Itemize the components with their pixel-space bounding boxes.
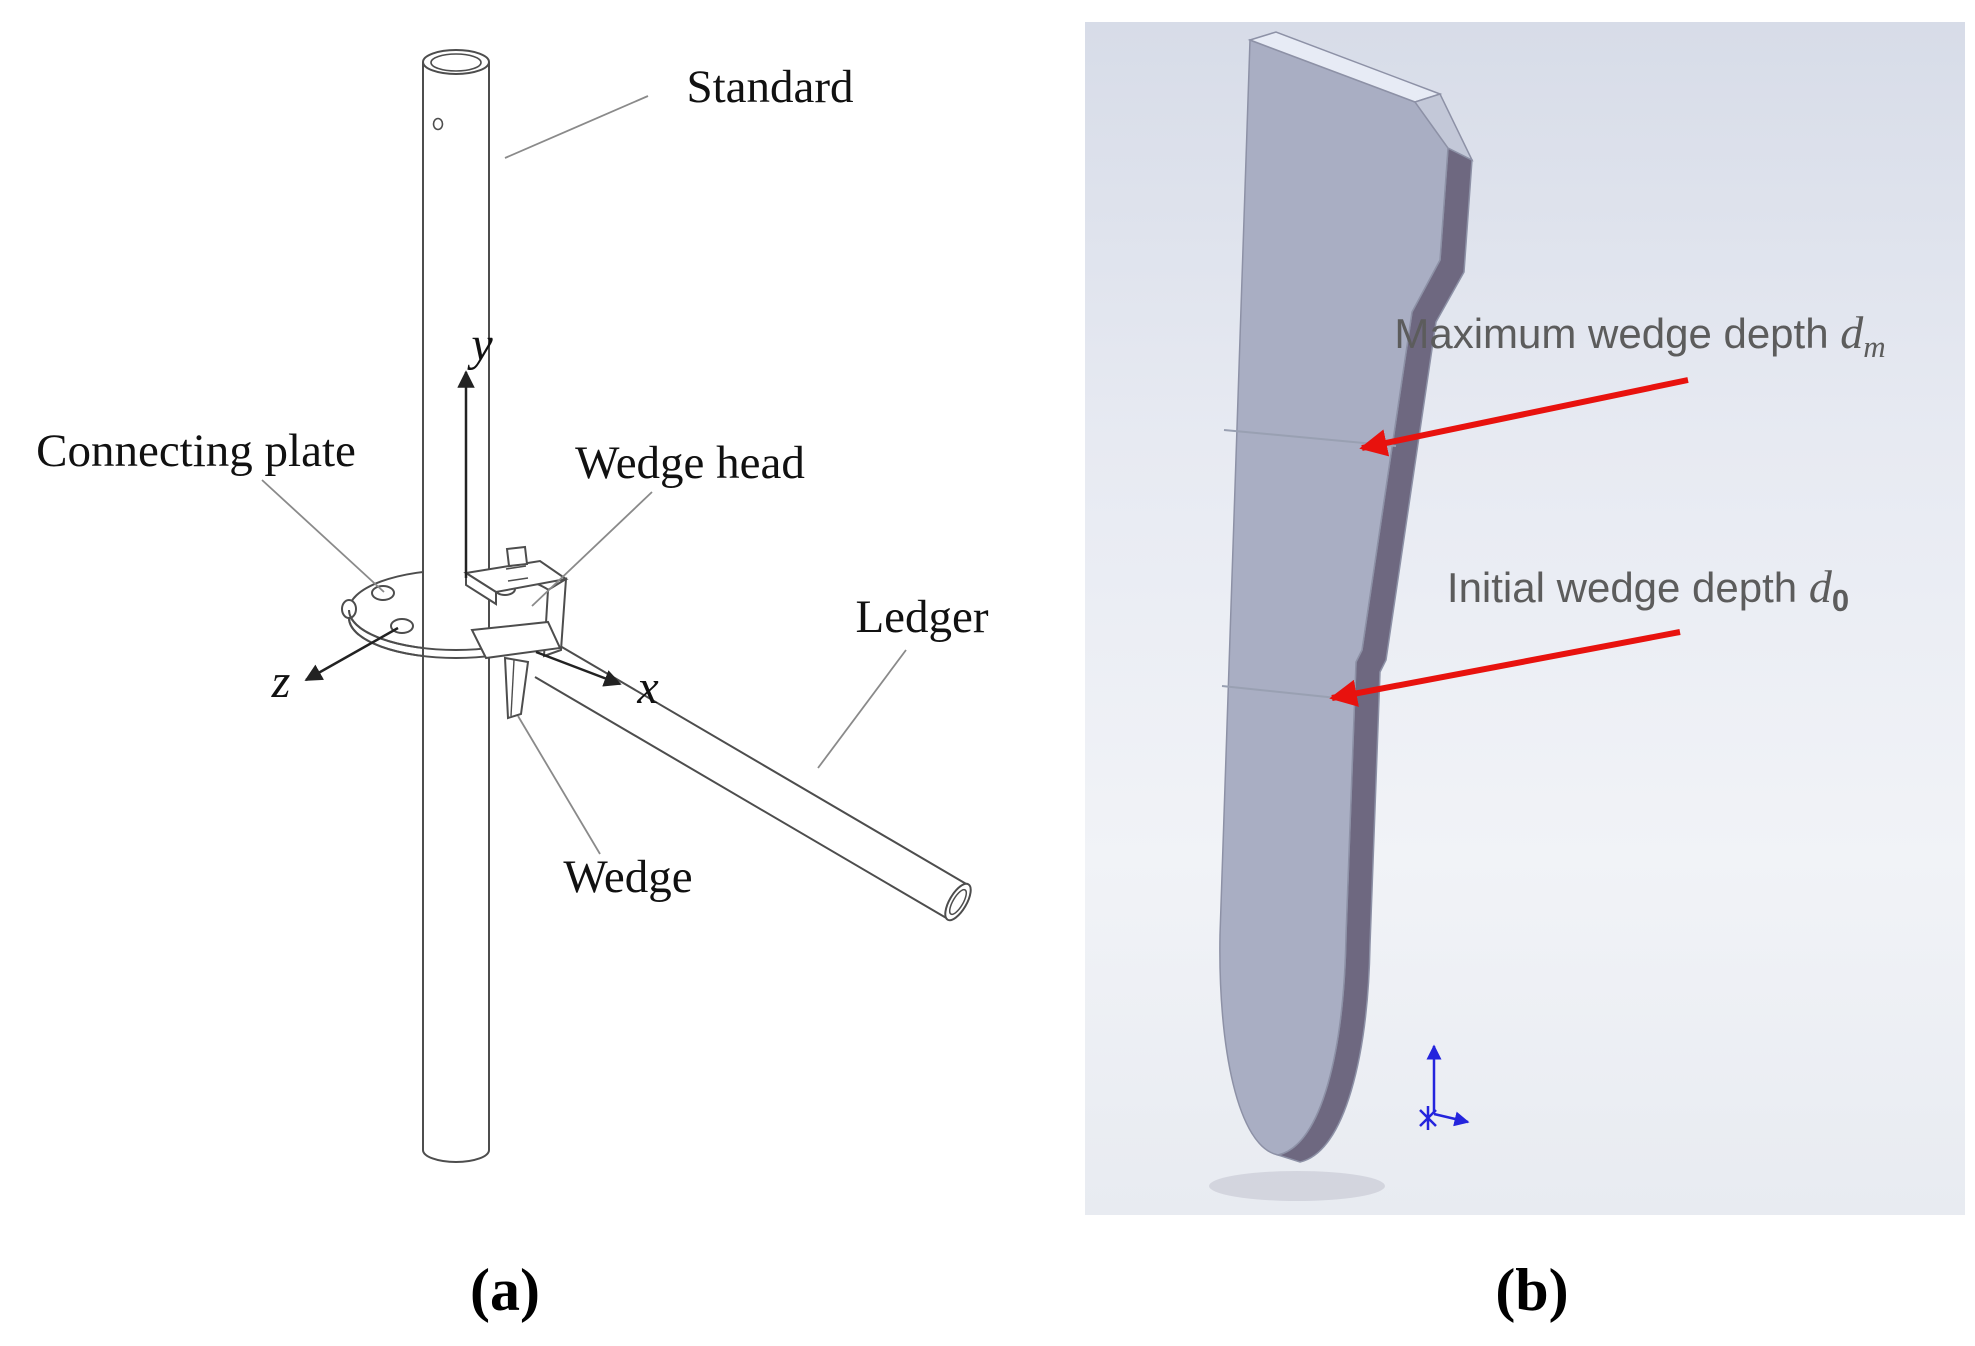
init-depth-subscript: 0	[1832, 583, 1849, 618]
wedge-pin-top	[505, 545, 529, 568]
wedge-head-bracket	[463, 559, 569, 660]
label-standard: Standard	[686, 61, 853, 113]
init-depth-text: Initial wedge depth	[1447, 564, 1809, 611]
panel-a: y x z Standard Connecting plate Wedge he…	[36, 49, 989, 1323]
ledger-leader	[817, 649, 907, 769]
x-axis-label: x	[636, 661, 658, 714]
origin-x-arrow	[1433, 1111, 1470, 1127]
caption-b: (b)	[1495, 1257, 1568, 1323]
connecting-plate-leader	[261, 479, 385, 593]
wedge-head-leader	[531, 491, 653, 607]
max-depth-variable: d	[1840, 307, 1864, 358]
ledger-body-fill	[535, 643, 968, 919]
render-background	[1085, 22, 1965, 1215]
z-axis-arrow	[304, 626, 399, 682]
wedge-pin-edge-line	[510, 659, 515, 717]
init-depth-arrow	[1329, 629, 1681, 707]
coordinate-axes	[304, 370, 622, 687]
origin-marker	[1419, 1044, 1470, 1130]
tube-bottom-cap	[422, 1149, 490, 1163]
tube-body-fill	[423, 62, 489, 1152]
ledger-side-lines	[534, 642, 969, 920]
wedge-solid	[1219, 31, 1474, 1163]
wedge-pin-bottom	[503, 656, 530, 720]
wedge-leader	[517, 715, 601, 855]
plate-hole	[371, 585, 395, 601]
init-depth-variable: d	[1809, 561, 1833, 612]
y-axis-label: y	[466, 318, 493, 371]
z-axis-label: z	[271, 655, 291, 708]
tube-side-lines	[422, 62, 490, 1150]
max-depth-arrow	[1359, 377, 1689, 457]
label-max-wedge-depth: Maximum wedge depth dm	[1394, 307, 1885, 364]
max-depth-subscript: m	[1863, 329, 1885, 364]
wedge-front-face	[1219, 38, 1449, 1156]
caption-a: (a)	[470, 1257, 540, 1323]
wedge-head-lower-jaw	[470, 620, 562, 660]
tube-pin-hole	[432, 117, 444, 131]
label-ledger: Ledger	[855, 591, 988, 643]
ledger-end-cap	[944, 882, 972, 922]
wedge-head-front-face	[465, 571, 497, 606]
leader-lines	[261, 95, 907, 855]
label-wedge-head: Wedge head	[575, 437, 805, 489]
standard-leader	[504, 95, 649, 159]
x-axis-arrow	[535, 650, 622, 687]
axis-labels: y x z	[271, 318, 659, 714]
wedge-chamfer-face	[1413, 93, 1474, 162]
ledger-tube	[534, 642, 972, 922]
annotation-arrows	[1329, 377, 1689, 707]
max-depth-text: Maximum wedge depth	[1394, 310, 1840, 357]
standard-tube	[422, 49, 490, 1163]
wedge-slot-lines	[505, 565, 529, 582]
ledger-end-inner-rim	[948, 888, 968, 916]
label-connecting-plate: Connecting plate	[36, 425, 356, 477]
wedge-pin	[503, 545, 530, 720]
part-labels: Standard Connecting plate Wedge head Led…	[36, 61, 989, 903]
label-wedge: Wedge	[563, 851, 692, 903]
tube-top-inner-rim	[430, 53, 482, 72]
origin-asterisk-icon	[1419, 1106, 1437, 1130]
wedge-shadow	[1209, 1171, 1385, 1201]
panel-b: Maximum wedge depth dm Initial wedge dep…	[1085, 22, 1965, 1323]
label-init-wedge-depth: Initial wedge depth d0	[1447, 561, 1849, 618]
